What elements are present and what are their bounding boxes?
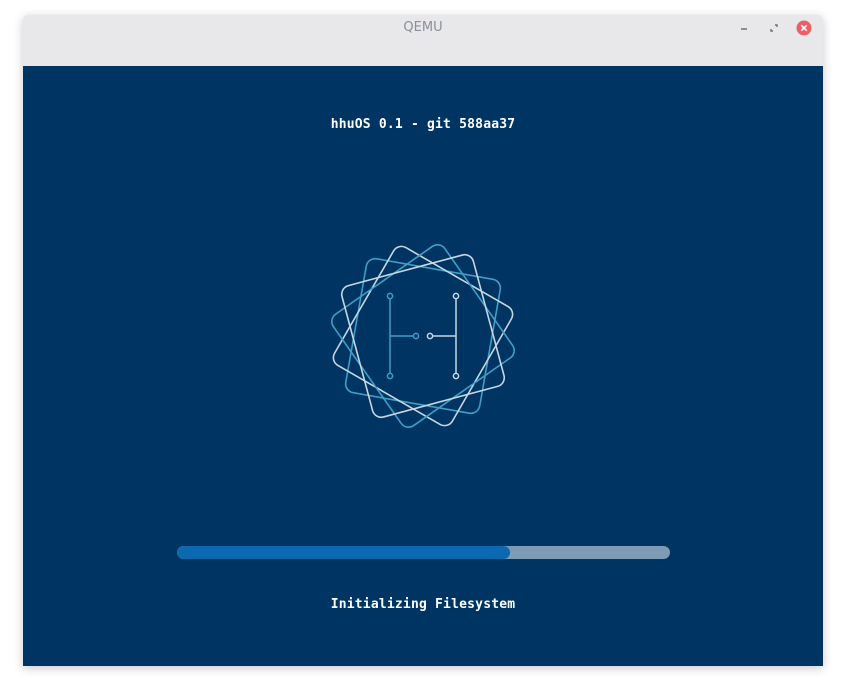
vm-screen[interactable]: hhuOS 0.1 - git 588aa37 (23, 66, 823, 666)
boot-progress-fill (177, 546, 510, 559)
close-button[interactable] (796, 20, 812, 36)
minimize-icon (741, 28, 747, 30)
minimize-button[interactable] (736, 20, 752, 36)
window-title: QEMU (403, 20, 443, 35)
os-version-header: hhuOS 0.1 - git 588aa37 (330, 117, 516, 132)
close-icon (796, 20, 812, 36)
restore-button[interactable] (766, 20, 782, 36)
restore-icon (770, 24, 778, 32)
boot-status-text: Initializing Filesystem (330, 597, 516, 612)
title-bar[interactable]: QEMU (23, 15, 823, 66)
boot-progress-bar (177, 546, 670, 559)
qemu-window: QEMU hhuOS 0.1 - git 588aa37 (23, 15, 823, 666)
hhuos-logo (331, 244, 515, 428)
